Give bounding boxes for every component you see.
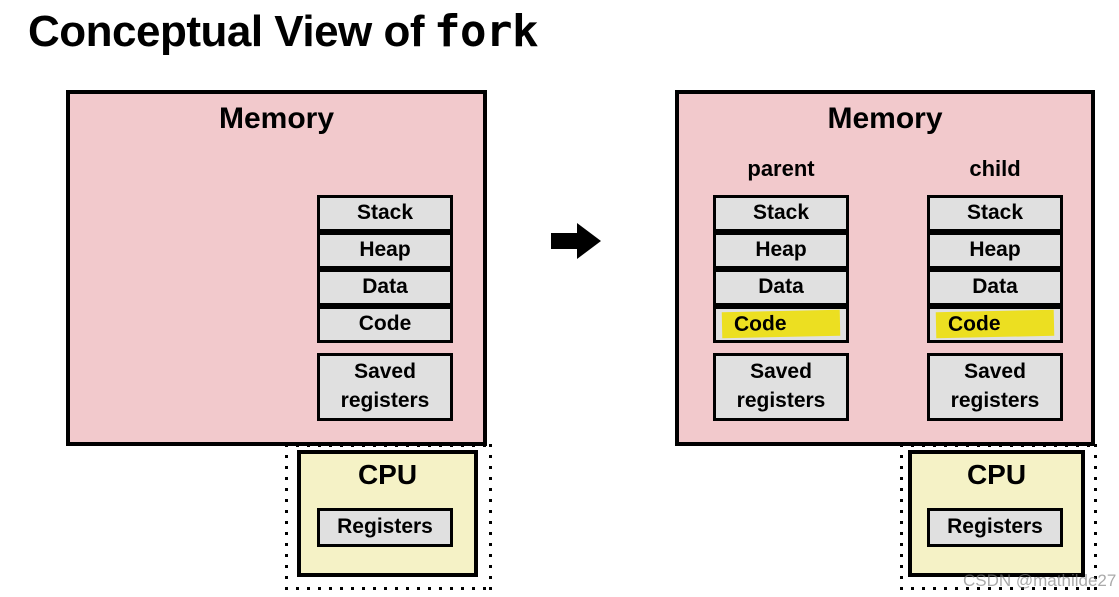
segment-stack: Stack	[927, 195, 1063, 232]
watermark: CSDN @mathilde27	[963, 571, 1117, 590]
segment-heap: Heap	[713, 232, 849, 269]
segment-code-highlighted: Code	[713, 306, 849, 343]
cpu-box: CPU Registers	[908, 450, 1085, 577]
code-highlight-marker: Code	[721, 309, 841, 339]
cpu-label: CPU	[357, 459, 418, 490]
cpu-label: CPU	[966, 459, 1027, 490]
page-title-code: fork	[434, 6, 538, 57]
segment-stack: Stack	[713, 195, 849, 232]
parent-memory-segments: Stack Heap Data Code	[713, 195, 849, 343]
memory-box-after: Memory parent child Stack Heap Data Code…	[675, 90, 1095, 446]
page-title-text: Conceptual View of	[28, 7, 425, 56]
saved-registers-box: Saved registers	[713, 353, 849, 421]
registers-box: Registers	[927, 508, 1063, 547]
memory-label: Memory	[218, 102, 335, 135]
segment-heap: Heap	[317, 232, 453, 269]
segment-code: Code	[317, 306, 453, 343]
heavy-right-arrow-icon	[551, 223, 601, 259]
saved-registers-box: Saved registers	[317, 353, 453, 421]
segment-heap: Heap	[927, 232, 1063, 269]
memory-segments: Stack Heap Data Code	[317, 195, 453, 343]
segment-stack: Stack	[317, 195, 453, 232]
code-highlight-marker: Code	[935, 309, 1055, 339]
child-memory-segments: Stack Heap Data Code	[927, 195, 1063, 343]
segment-code-highlighted: Code	[927, 306, 1063, 343]
parent-column-label: parent	[747, 156, 815, 181]
segment-data: Data	[713, 269, 849, 306]
registers-box: Registers	[317, 508, 453, 547]
segment-data: Data	[317, 269, 453, 306]
segment-data: Data	[927, 269, 1063, 306]
memory-label: Memory	[827, 102, 943, 135]
child-column-label: child	[969, 156, 1021, 181]
memory-box-before: Memory Stack Heap Data Code Saved regist…	[66, 90, 487, 446]
saved-registers-box: Saved registers	[927, 353, 1063, 421]
cpu-box: CPU Registers	[297, 450, 478, 577]
cpu-dotted-frame-after: CPU Registers	[900, 444, 1097, 590]
cpu-dotted-frame-before: CPU Registers	[285, 444, 492, 590]
